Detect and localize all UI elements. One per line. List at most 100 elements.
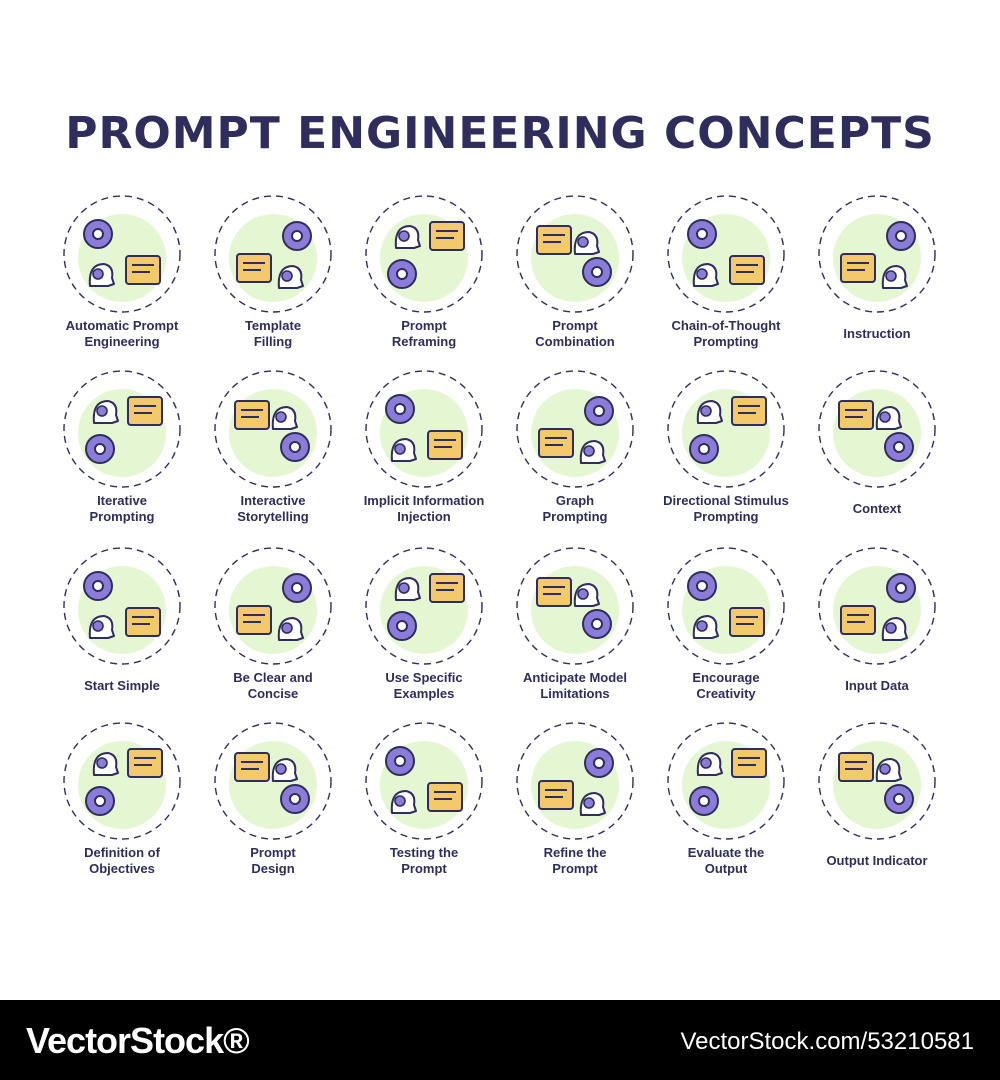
concept-label-line: Combination [535, 334, 615, 349]
concept-label: Input Data [797, 678, 957, 694]
concept-label-line: Prompting [542, 509, 608, 524]
browser-rocket-robot-icon [60, 544, 184, 668]
concept-label-line: Injection [397, 509, 451, 524]
document-database-keyboard-icon [815, 544, 939, 668]
concept-label-line: Filling [253, 334, 293, 349]
concept-label-line: Creativity [696, 686, 756, 701]
concept-label-line: Prompting [693, 334, 759, 349]
concept-card: Context [801, 363, 953, 535]
concept-label: Output Indicator [797, 853, 957, 869]
robot-magnifier-cycle-icon [60, 367, 184, 491]
concept-label-line: Prompting [693, 509, 759, 524]
concept-label-line: Engineering [84, 334, 160, 349]
concept-label-line: Input Data [845, 678, 909, 693]
concept-card: Start Simple [46, 540, 198, 712]
concept-label-line: Encourage [692, 670, 760, 685]
concept-label-line: Prompt [401, 318, 447, 333]
concept-label-line: Testing the [389, 845, 459, 860]
browser-wrench-compass-icon [513, 719, 637, 843]
concept-label-line: Limitations [540, 686, 610, 701]
concept-label-line: Concise [247, 686, 299, 701]
concept-label-line: Definition of [84, 845, 160, 860]
concept-label-line: Implicit Information [363, 493, 485, 508]
question-gear-documents-icon [513, 192, 637, 316]
info-brain-head-icon [362, 367, 486, 491]
chart-scale-eye-icon [664, 719, 788, 843]
concept-label-line: Refine the [543, 845, 607, 860]
concept-label-line: Automatic Prompt [65, 318, 179, 333]
concept-label-line: Template [244, 318, 302, 333]
brain-gear-robot-book-icon [60, 192, 184, 316]
flowchart-head-book-icon [211, 719, 335, 843]
concept-label-line: Reframing [391, 334, 457, 349]
concept-label-line: Be Clear and [233, 670, 313, 685]
concept-label-line: Iterative [97, 493, 147, 508]
concept-label-line: Prompt [552, 861, 598, 876]
head-chat-book-icon [815, 192, 939, 316]
chart-network-robot-icon [513, 367, 637, 491]
gear-document-head-icon [362, 192, 486, 316]
concept-label-line: Storytelling [237, 509, 309, 524]
concept-label-line: Design [251, 861, 295, 876]
concept-label-line: Prompt [401, 861, 447, 876]
concept-label-line: Use Specific [385, 670, 463, 685]
concept-label: Start Simple [42, 678, 202, 694]
concept-label-line: Interactive [240, 493, 306, 508]
concept-label-line: Evaluate the [687, 845, 765, 860]
concept-label-line: Anticipate Model [522, 670, 627, 685]
hourglass-globe-info-icon [815, 367, 939, 491]
concept-label-line: Prompt [250, 845, 296, 860]
page-title: PROMPT ENGINEERING CONCEPTS [65, 108, 935, 159]
target-compass-head-icon [664, 367, 788, 491]
concept-label-line: Prompt [552, 318, 598, 333]
footer-bar: VectorStock® VectorStock.com/53210581 [0, 1000, 1000, 1080]
concept-label-line: Prompting [89, 509, 155, 524]
footer-brand: VectorStock® [26, 1020, 250, 1061]
concept-label-line: Examples [393, 686, 455, 701]
concept-label-line: Objectives [89, 861, 155, 876]
head-lightbulb-steps-icon [664, 192, 788, 316]
concept-label-line: Directional Stimulus [663, 493, 789, 508]
target-binary-document-icon [362, 544, 486, 668]
concept-label-line: Output Indicator [826, 853, 928, 868]
concept-label-line: Context [852, 501, 902, 516]
robot-warning-shield-icon [513, 544, 637, 668]
txt-pie-checklist-icon [815, 719, 939, 843]
concept-label-line: Chain-of-Thought [671, 318, 781, 333]
concept-label-line: Instruction [843, 326, 911, 341]
head-book-theater-icon [211, 367, 335, 491]
head-compass-question-icon [60, 719, 184, 843]
